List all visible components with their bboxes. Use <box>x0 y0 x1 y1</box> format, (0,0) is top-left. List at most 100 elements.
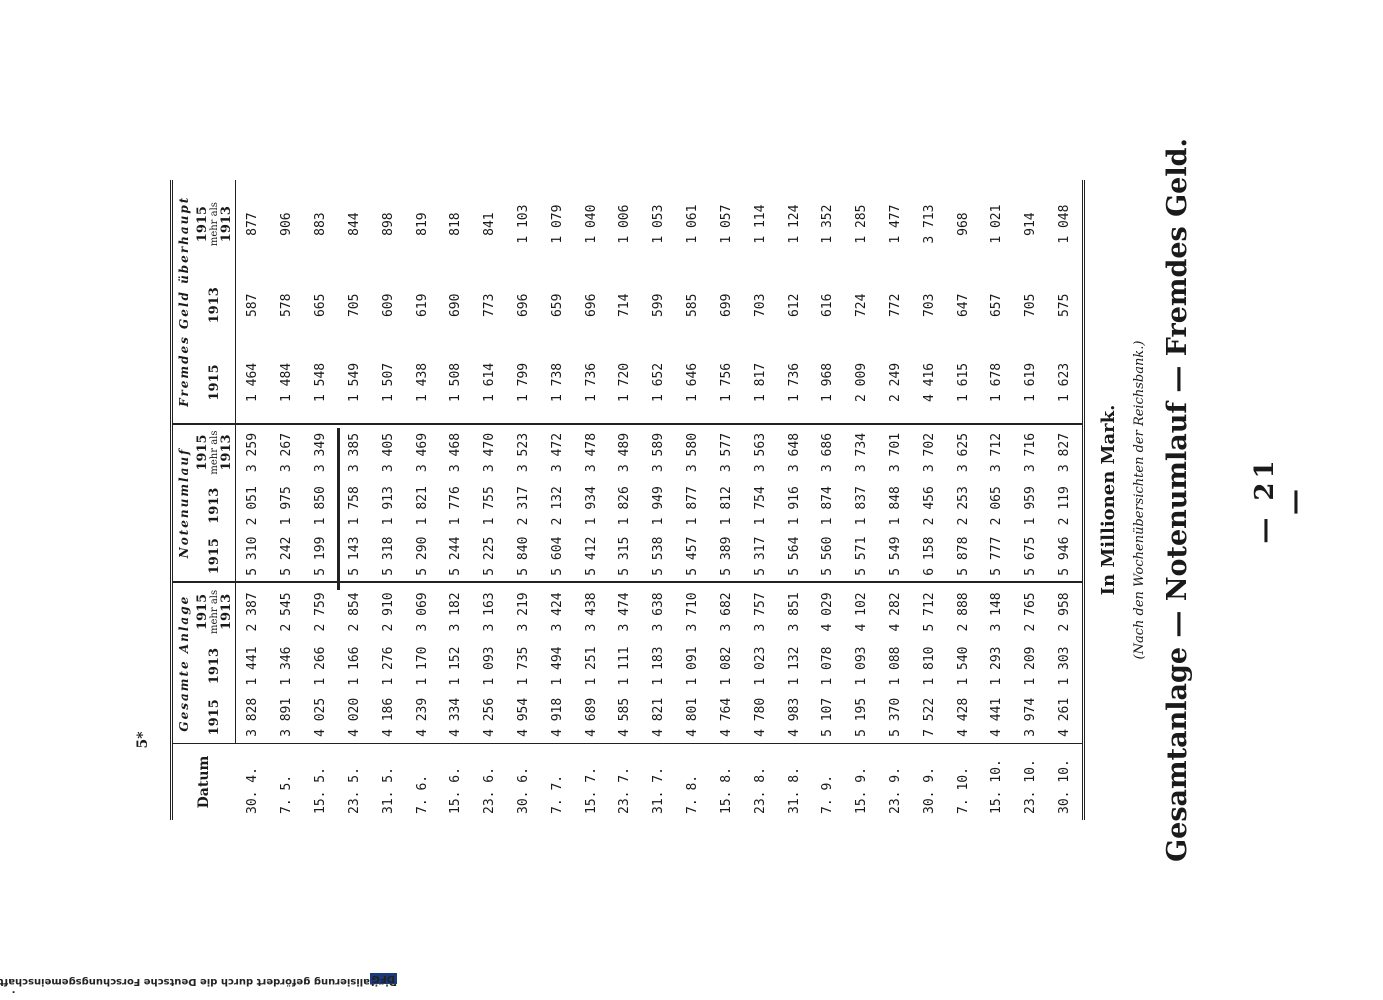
col-header-1915: 1915 <box>195 342 236 424</box>
table-cell: 1 477 <box>887 204 903 244</box>
table-cell: 1 021 <box>989 204 1005 244</box>
table-cell: 1 251 <box>583 646 599 686</box>
table-cell: 3 712 <box>979 423 1014 481</box>
table-cell: 1 093 <box>854 646 870 686</box>
table-cell: 1 776 <box>448 486 464 526</box>
table-cell: 1 810 <box>921 646 937 686</box>
table-cell: 4 780 <box>752 697 768 737</box>
table-cell: 914 <box>1023 212 1039 236</box>
table-cell: 1 619 <box>1023 362 1039 403</box>
table-cell: 647 <box>955 293 971 318</box>
row-date: 23. 9. <box>878 743 913 820</box>
table-cell: 1 874 <box>820 486 836 526</box>
table-cell: 3 625 <box>946 423 980 481</box>
table-cell: 724 <box>854 293 870 318</box>
group-header-gesamte-anlage: Gesamte Anlage <box>171 582 195 744</box>
table-cell: 5 318 <box>380 536 396 576</box>
table-cell: 1 758 <box>346 486 362 526</box>
row-date: 23. 6. <box>472 743 507 820</box>
table-cell: 3 827 <box>1047 423 1084 481</box>
table-cell: 1 755 <box>482 486 498 526</box>
table-cell: 1 508 <box>448 362 464 403</box>
table-cell: 2 854 <box>337 582 372 641</box>
table-cell: 2 009 <box>854 362 870 403</box>
table-cell: 5 242 <box>279 536 295 576</box>
table-cell: 5 946 <box>1047 530 1084 583</box>
table-cell: 5 107 <box>820 697 836 737</box>
table-cell: 1 082 <box>718 646 734 686</box>
table-cell: 1 111 <box>617 646 633 686</box>
dfg-logo: DFG <box>369 973 397 984</box>
table-cell: 1 959 <box>1023 486 1039 526</box>
table-cell: 877 <box>245 212 261 236</box>
table-cell: 1 799 <box>516 362 532 403</box>
col-header-1915: 1915 <box>195 691 236 744</box>
table-cell: 1 494 <box>549 646 565 686</box>
table-cell: 5 777 <box>989 536 1005 576</box>
table-cell: 1 061 <box>685 204 701 244</box>
table-cell: 1 303 <box>1047 640 1084 692</box>
table-cell: 705 <box>346 293 362 318</box>
row-date: 15. 10. <box>979 743 1014 820</box>
table-cell: 4 239 <box>414 697 430 737</box>
table-cell: 609 <box>380 293 396 318</box>
table-cell: 1 652 <box>651 362 667 403</box>
table-cell: 773 <box>482 293 498 318</box>
table-cell: 1 103 <box>516 204 532 244</box>
table-cell: 612 <box>786 293 802 318</box>
row-date: 15. 5. <box>303 743 338 820</box>
table-cell: 3 148 <box>979 582 1014 641</box>
table-cell: 3 589 <box>641 423 676 481</box>
table-cell: 3 470 <box>472 423 507 481</box>
table-cell: 3 424 <box>540 582 575 641</box>
table-cell: 616 <box>820 293 836 318</box>
data-table-container: Datum Gesamte Anlage Notenumlauf Fremdes… <box>170 180 1085 820</box>
table-cell: 2 119 <box>1047 480 1084 531</box>
table-cell: 578 <box>279 293 295 318</box>
unit-note: In Millionen Mark. <box>1098 404 1119 596</box>
table-cell: 906 <box>279 212 295 236</box>
table-cell: 1 079 <box>549 204 565 244</box>
table-cell: 5 199 <box>313 536 329 576</box>
table-cell: 3 580 <box>675 423 710 481</box>
table-cell: 4 020 <box>346 697 362 737</box>
row-date: 23. 8. <box>743 743 778 820</box>
table-cell: 844 <box>346 212 362 236</box>
table-cell: 1 152 <box>448 646 464 686</box>
table-cell: 699 <box>718 293 734 318</box>
table-cell: 1 464 <box>245 362 261 403</box>
table-cell: 841 <box>482 212 498 236</box>
table-cell: 1 441 <box>245 646 261 686</box>
table-cell: 1 507 <box>380 362 396 403</box>
table-cell: 3 716 <box>1013 423 1048 481</box>
table-cell: 5 878 <box>955 536 971 576</box>
table-cell: 3 891 <box>279 697 295 737</box>
row-date: 7. 6. <box>405 743 439 820</box>
table-cell: 690 <box>448 293 464 318</box>
table-cell: 5 604 <box>549 536 565 576</box>
table-cell: 4 282 <box>878 582 913 641</box>
table-cell: 3 648 <box>777 423 811 481</box>
table-cell: 696 <box>516 293 532 318</box>
table-cell: 4 334 <box>448 697 464 737</box>
table-cell: 5 143 <box>346 536 362 576</box>
table-cell: 2 545 <box>269 582 304 641</box>
table-cell: 1 736 <box>583 362 599 403</box>
table-cell: 1 968 <box>820 362 836 403</box>
table-cell: 5 317 <box>752 536 768 576</box>
row-date: 30. 9. <box>912 743 947 820</box>
table-cell: 705 <box>1023 293 1039 318</box>
